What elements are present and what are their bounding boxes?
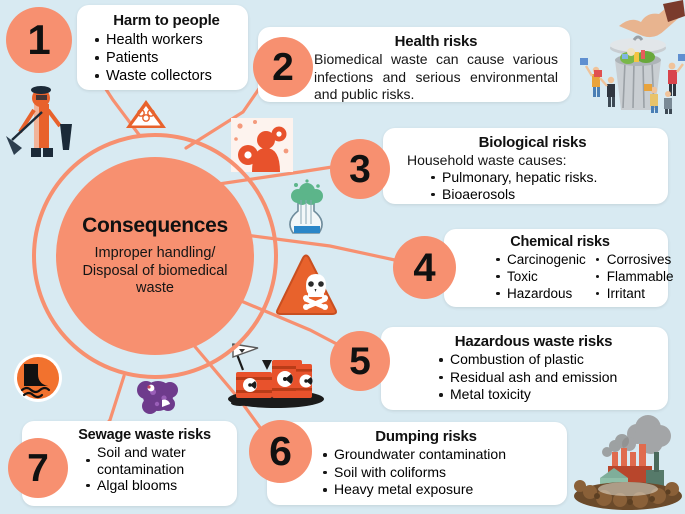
card-chemical-risks[interactable]: Chemical risks Carcinogenic Toxic Hazard… [444, 229, 674, 307]
skull-crossbones-triangle-icon [276, 254, 337, 315]
purple-germ-cluster-icon [137, 381, 178, 414]
card-2-paragraph: Biomedical waste can cause various infec… [314, 51, 558, 102]
step-number-3: 3 [330, 139, 390, 199]
card-4-bullets-col2: Corrosives Flammable Irritant [594, 251, 680, 302]
card-3-lead: Household waste causes: [407, 152, 567, 168]
card-1-title: Harm to people [113, 12, 220, 29]
polluting-factory-illustration [574, 415, 682, 510]
card-4-title: Chemical risks [510, 234, 610, 250]
list-item: Algal blooms [84, 477, 229, 494]
hub-subtitle-line-3: waste [136, 280, 174, 297]
card-3-title: Biological risks [478, 134, 587, 151]
step-number-4: 4 [393, 236, 456, 299]
card-2-title: Health risks [394, 33, 478, 50]
hub-ring [32, 133, 278, 379]
card-5-title: Hazardous waste risks [454, 333, 613, 350]
card-dumping-risks[interactable]: Dumping risks Groundwater contamination … [267, 422, 567, 505]
leaking-toxic-barrels-icon [228, 343, 324, 408]
card-5-bullets: Combustion of plastic Residual ash and e… [437, 351, 658, 404]
sanitation-worker-illustration [6, 86, 72, 157]
list-item: Irritant [594, 285, 680, 302]
step-number-7: 7 [8, 438, 68, 498]
card-hazardous-waste-risks[interactable]: Hazardous waste risks Combustion of plas… [381, 327, 668, 410]
list-item: Health workers [93, 31, 240, 49]
hub-center: Consequences Improper handling/ Disposal… [56, 157, 254, 355]
card-biological-risks[interactable]: Biological risks Household waste causes:… [383, 128, 668, 204]
list-item: Toxic [494, 268, 586, 285]
list-item: Metal toxicity [437, 386, 658, 404]
hub-subtitle: Improper handling/ Disposal of biomedica… [82, 245, 227, 298]
bioaerosol-flask-icon [289, 179, 323, 234]
step-number-2: 2 [253, 37, 313, 97]
card-1-bullets: Health workers Patients Waste collectors [93, 31, 240, 85]
list-item: Waste collectors [93, 67, 240, 85]
infected-person-virus-icon [231, 118, 293, 172]
card-4-bullets-col1: Carcinogenic Toxic Hazardous [494, 251, 586, 302]
list-item: Residual ash and emission [437, 369, 658, 387]
hub-subtitle-line-1: Improper handling/ [94, 244, 216, 261]
card-7-title: Sewage waste risks [78, 427, 211, 443]
card-7-bullets: Soil and water contamination Algal bloom… [84, 444, 229, 494]
list-item: Heavy metal exposure [321, 481, 557, 499]
step-number-5: 5 [330, 331, 390, 391]
list-item: Pulmonary, hepatic risks. [429, 169, 658, 186]
biohazard-warning-triangle-icon [126, 100, 166, 128]
card-6-bullets: Groundwater contamination Soil with coli… [321, 446, 557, 499]
list-item: Carcinogenic [494, 251, 586, 268]
hub-subtitle-line-2: Disposal of biomedical [82, 262, 228, 279]
list-item: Flammable [594, 268, 680, 285]
hub-title: Consequences [82, 213, 228, 237]
list-item: Soil and water contamination [84, 444, 207, 477]
card-3-bullets: Pulmonary, hepatic risks. Bioaerosols [429, 169, 658, 203]
step-number-6: 6 [249, 420, 312, 483]
card-4-columns: Carcinogenic Toxic Hazardous Corrosives … [458, 251, 674, 302]
list-item: Corrosives [594, 251, 680, 268]
list-item: Soil with coliforms [321, 464, 557, 482]
list-item: Combustion of plastic [437, 351, 658, 369]
card-6-title: Dumping risks [375, 428, 477, 445]
card-harm-to-people[interactable]: Harm to people Health workers Patients W… [77, 5, 248, 90]
list-item: Bioaerosols [429, 186, 658, 203]
step-number-1: 1 [6, 7, 72, 73]
list-item: Patients [93, 49, 240, 67]
sewage-discharge-pipe-icon [14, 354, 62, 402]
trash-bin-with-protesters-illustration [580, 0, 685, 114]
list-item: Hazardous [494, 285, 586, 302]
list-item: Groundwater contamination [321, 446, 557, 464]
